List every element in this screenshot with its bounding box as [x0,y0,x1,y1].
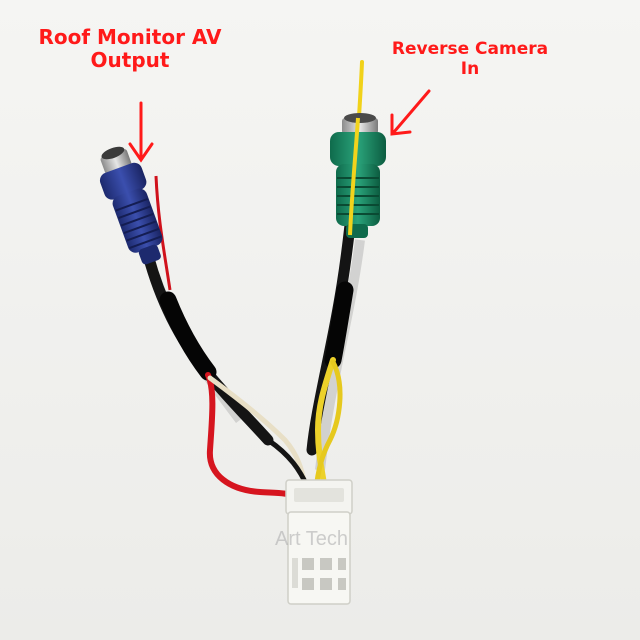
arrow-roof-monitor-icon [128,101,154,163]
yellow-wire-bottom [314,357,336,493]
left-heatshrink [159,291,217,381]
white-connector-block [285,479,353,605]
blue-rca-connector [99,146,163,265]
right-heatshrink [324,281,354,369]
arrow-reverse-camera-icon [390,89,431,136]
white-wire [207,375,308,488]
yellow-wire-over-rca [348,117,360,236]
watermark: Art Tech [275,528,348,550]
roof-monitor-label-line1: Roof Monitor AV [38,25,222,49]
reverse-camera-label-line1: Reverse Camera [391,39,549,59]
roof-monitor-label-line2: Output [90,48,170,72]
red-wire-loop [205,372,301,501]
reverse-camera-label: Reverse Camera In [380,39,560,79]
reverse-camera-label-line2: In [460,58,480,79]
yellow-wire-loop [313,359,343,493]
left-black-cable [142,249,274,446]
roof-monitor-label: Roof Monitor AV Output [20,26,240,72]
